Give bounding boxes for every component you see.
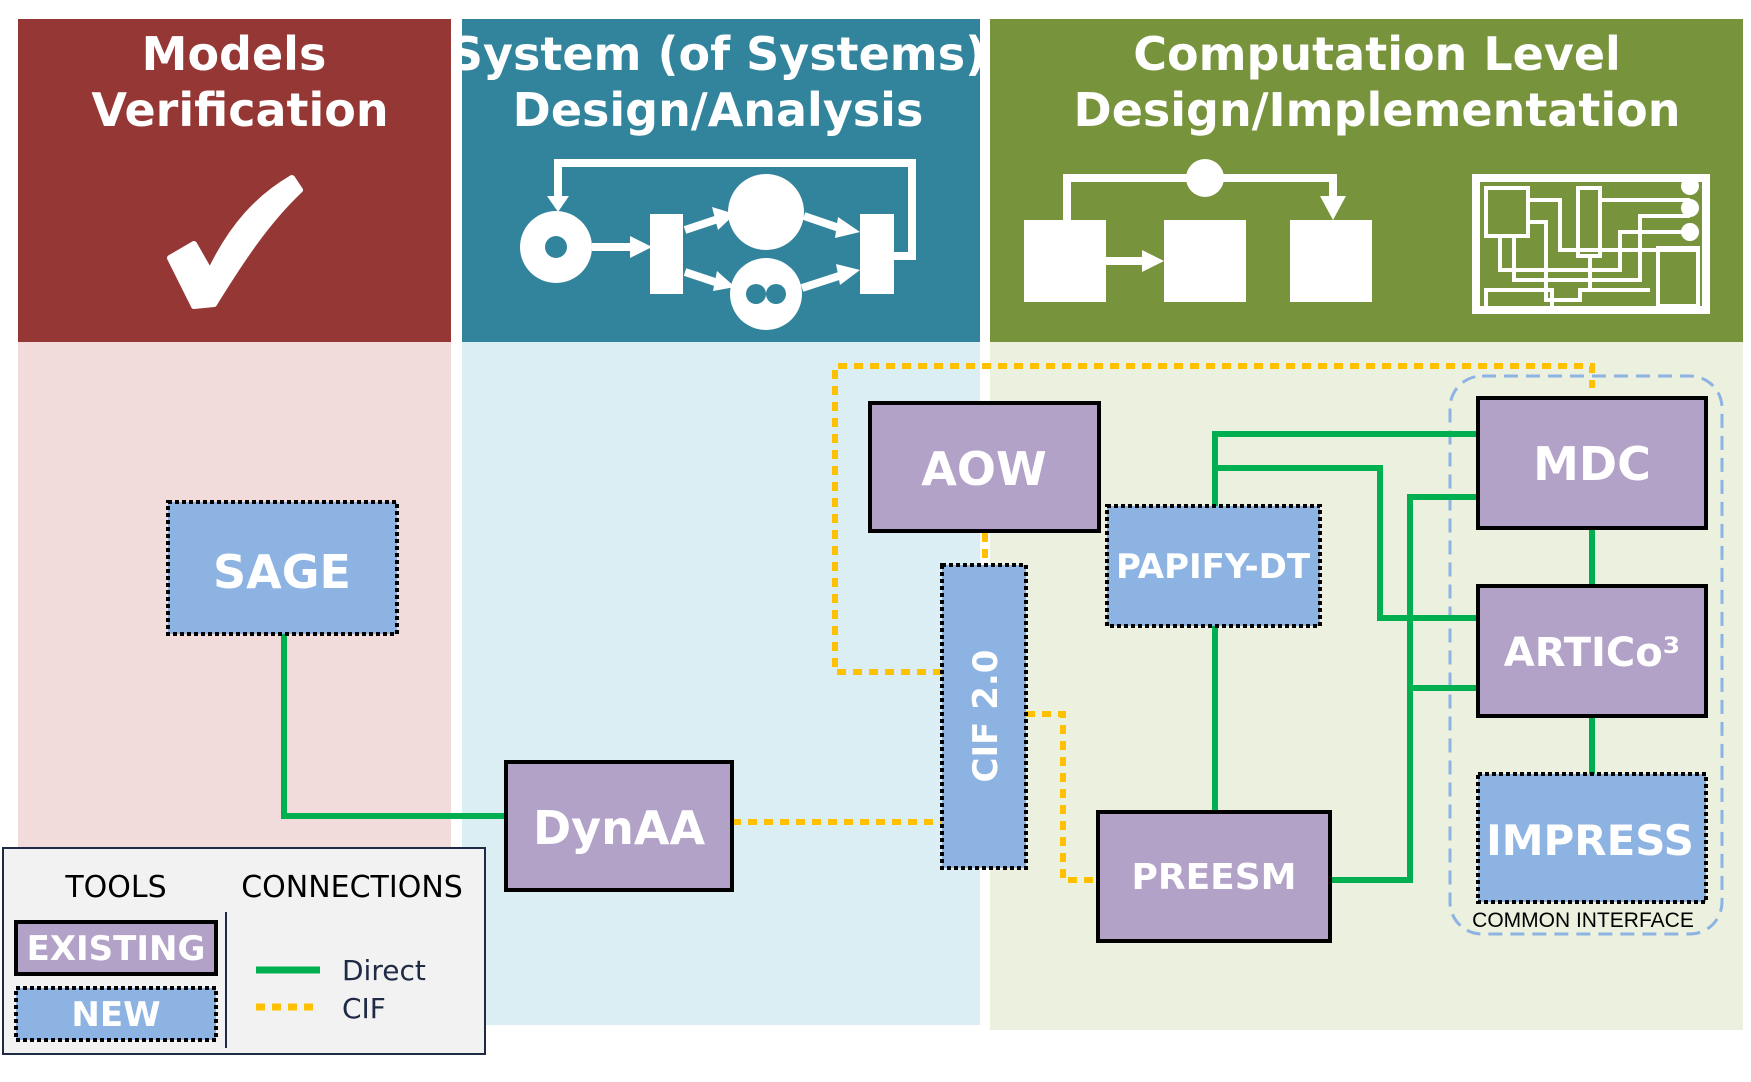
tool-preesm[interactable]: PREESM (1096, 810, 1332, 943)
models-header (18, 19, 451, 342)
common-interface-label: COMMON INTERFACE (1472, 909, 1694, 932)
tool-aow[interactable]: AOW (868, 401, 1101, 533)
tool-dynaa-label: DynAA (533, 801, 706, 855)
direct-line-papify-mdc (1212, 431, 1478, 506)
tool-papify-dt[interactable]: PAPIFY-DT (1105, 504, 1322, 628)
dataflow-graph-icon (520, 159, 916, 330)
checkmark-icon (167, 175, 303, 309)
common-interface-box (1448, 374, 1724, 936)
legend-cif-label: CIF (342, 992, 386, 1025)
tool-mdc[interactable]: MDC (1476, 396, 1708, 530)
cif-connections (732, 363, 1595, 883)
legend-connections-header: CONNECTIONS (241, 870, 463, 905)
cif-line-top-loop (832, 363, 1595, 675)
system-title-line2: Design/Analysis (513, 83, 924, 137)
tool-mdc-label: MDC (1533, 437, 1651, 491)
models-title-line2: Verification (91, 83, 388, 137)
legend-direct-label: Direct (342, 954, 426, 987)
tool-cif[interactable]: CIF 2.0 (940, 563, 1028, 870)
tool-papify-dt-label: PAPIFY-DT (1116, 547, 1311, 587)
tool-dynaa[interactable]: DynAA (504, 760, 734, 892)
block-diagram-icon (1024, 159, 1372, 302)
direct-line-sage-dynaa (281, 634, 506, 819)
common-interface-label-bg (1472, 907, 1694, 929)
legend-tools-header: TOOLS (64, 870, 166, 905)
legend-existing-label: EXISTING (27, 929, 206, 969)
legend: TOOLS CONNECTIONS EXISTING NEW Direct CI… (2, 847, 486, 1055)
tool-artico[interactable]: ARTICo³ (1476, 584, 1708, 718)
system-title-line1: System (of Systems) (450, 27, 986, 81)
computation-title-line1: Computation Level (1133, 27, 1621, 81)
circuit-board-icon (1472, 174, 1710, 314)
tool-cif-label: CIF 2.0 (966, 650, 1006, 783)
models-title-line1: Models (142, 27, 327, 81)
legend-new-label: NEW (71, 995, 160, 1035)
cif-line-cif-preesm (1026, 711, 1098, 883)
legend-new-swatch (14, 986, 218, 1042)
direct-connections (281, 431, 1595, 883)
tool-artico-label: ARTICo³ (1504, 630, 1680, 676)
tool-sage-label: SAGE (213, 545, 351, 599)
tool-sage[interactable]: SAGE (166, 500, 399, 636)
tool-impress-label: IMPRESS (1486, 816, 1694, 865)
computation-title-line2: Design/Implementation (1074, 83, 1681, 137)
legend-existing-swatch (14, 920, 218, 976)
tool-preesm-label: PREESM (1131, 857, 1296, 898)
tool-aow-label: AOW (921, 442, 1046, 496)
tool-impress[interactable]: IMPRESS (1476, 772, 1708, 904)
direct-line-papify-artico (1215, 465, 1478, 621)
